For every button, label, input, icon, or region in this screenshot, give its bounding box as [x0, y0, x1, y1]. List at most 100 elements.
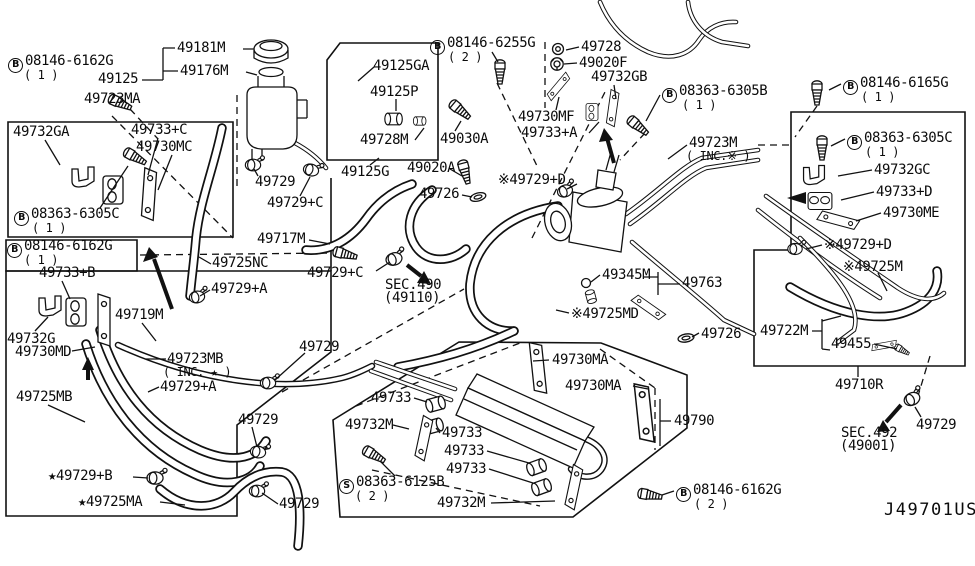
circled-letter-icon: B	[7, 243, 22, 258]
qty-note-9: ( 2 )	[694, 497, 729, 511]
u-bracket-icon	[38, 295, 62, 317]
nut-icon	[550, 57, 564, 71]
part-49732G: 49732G	[7, 331, 56, 347]
inc-note-ref: ( INC.※ )	[686, 149, 751, 163]
section-492-ref: (49001)	[840, 438, 897, 454]
qty-note-3: ( 1 )	[24, 253, 59, 267]
part-49725MD: ※49725MD	[571, 306, 639, 322]
part-49725M: ※49725M	[843, 259, 903, 275]
bolt-icon	[816, 135, 828, 161]
bolt-icon	[893, 342, 911, 358]
part-49719M: 49719M	[115, 307, 164, 323]
part-49455: 49455	[831, 336, 872, 352]
bolt-icon	[456, 158, 474, 186]
insulator-icon	[529, 477, 554, 498]
part-49729-C-mid: 49729+C	[307, 265, 364, 281]
part-49729-right: 49729	[916, 417, 957, 433]
bolt-icon	[360, 443, 388, 466]
part-49732M-2: 49732M	[437, 495, 486, 511]
part-49181M: 49181M	[177, 40, 226, 56]
grommet-icon	[585, 103, 599, 121]
circled-letter-icon: B	[662, 88, 677, 103]
diagram-id-code: J49701US	[884, 500, 975, 520]
part-49730MC: 49730MC	[136, 139, 193, 155]
part-49723M: 49723M	[689, 135, 738, 151]
part-49733-A: 49733+A	[521, 125, 578, 141]
part-49725NC: 49725NC	[212, 255, 269, 271]
bracket-icon	[605, 89, 620, 128]
part-49728M: 49728M	[360, 132, 409, 148]
bracket-icon	[870, 339, 898, 352]
part-49733-1: 49733	[371, 390, 412, 406]
part-49733-B: 49733+B	[39, 265, 96, 281]
bolt-icon	[811, 80, 823, 106]
circled-letter-icon: B	[8, 58, 23, 73]
bracket-icon	[528, 340, 548, 396]
section-492: SEC.492	[841, 425, 898, 441]
insulator-icon	[423, 394, 448, 414]
bushing-icon	[584, 288, 598, 305]
qty-note-6: ( 1 )	[861, 90, 896, 104]
part-49730MD: 49730MD	[15, 344, 72, 360]
part-49723MA: 49723MA	[84, 91, 141, 107]
part-49733-D: 49733+D	[876, 184, 933, 200]
part-49020F: 49020F	[579, 55, 628, 71]
hose-clamp-icon	[899, 384, 927, 409]
bracket-icon	[633, 381, 655, 445]
qty-note-5: ( 1 )	[682, 98, 717, 112]
part-49729-A-low: 49729+A	[160, 379, 217, 395]
inc-note-star: ( INC. ★ )	[163, 365, 232, 379]
reservoir-tank	[246, 39, 308, 161]
bolt-icon	[446, 97, 474, 123]
part-49729-B: ★49729+B	[48, 468, 113, 484]
part-49723MB: 49723MB	[167, 351, 224, 367]
part-49729-mid: 49729	[299, 339, 340, 355]
hardware-parts	[38, 42, 927, 511]
part-49729-res: 49729	[255, 174, 296, 190]
part-49726-top: 49726	[419, 186, 460, 202]
sensor-icon	[580, 277, 592, 289]
part-49125P: 49125P	[370, 84, 419, 100]
part-49733-4: 49733	[446, 461, 487, 477]
bracket-icon	[563, 463, 584, 511]
part-49729-bottom: 49729	[279, 496, 320, 512]
grommet-icon	[807, 191, 833, 211]
qty-note-1: ( 1 )	[24, 68, 59, 82]
circled-letter-icon: B	[847, 135, 862, 150]
part-49732GA: 49732GA	[13, 124, 70, 140]
part-49729-A-up: 49729+A	[211, 281, 268, 297]
circled-letter-icon: S	[339, 479, 354, 494]
qty-note-7: ( 1 )	[865, 145, 900, 159]
part-49176M: 49176M	[180, 63, 229, 79]
circled-letter-icon: B	[843, 80, 858, 95]
gasket-icon	[676, 332, 696, 344]
insulator-icon	[524, 457, 549, 478]
part-49710R: 49710R	[835, 377, 884, 393]
bracket-icon	[545, 71, 572, 102]
part-49717M: 49717M	[257, 231, 306, 247]
circled-letter-icon: B	[14, 211, 29, 226]
part-49732M-1: 49732M	[345, 417, 394, 433]
power-steering-pump	[543, 151, 628, 253]
part-49730MA-right: 49730MA	[565, 378, 622, 394]
hose-clamp-icon	[244, 155, 266, 172]
part-49730MF: 49730MF	[518, 109, 575, 125]
section-490-ref: (49110)	[384, 290, 441, 306]
washer-icon	[551, 42, 565, 56]
qty-note-4: ( 2 )	[448, 50, 483, 64]
part-49733-2: 49733	[442, 425, 483, 441]
bolt-icon	[624, 113, 652, 139]
part-49730ME: 49730ME	[883, 205, 940, 221]
u-bracket-icon	[71, 166, 95, 188]
grommet-icon	[65, 297, 87, 327]
part-49722M: 49722M	[760, 323, 809, 339]
part-49125: 49125	[98, 71, 139, 87]
part-49725MB: 49725MB	[16, 389, 73, 405]
